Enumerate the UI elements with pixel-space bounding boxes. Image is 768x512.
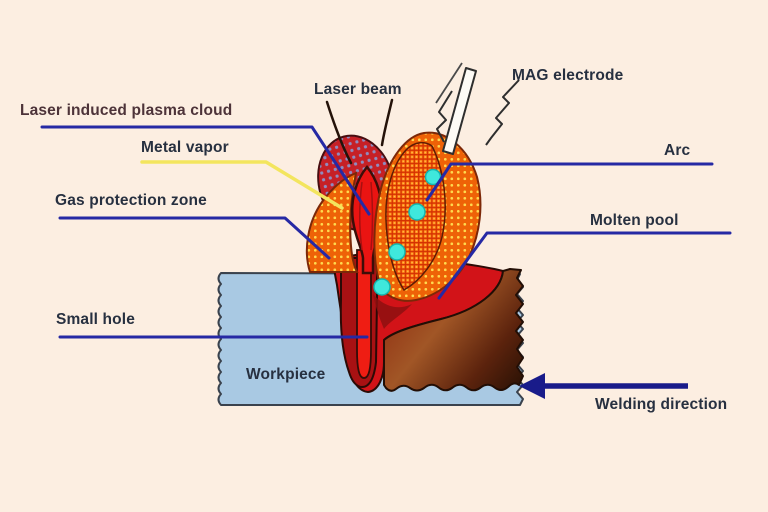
droplet-icon	[373, 278, 391, 296]
laser-beam-icon	[325, 98, 394, 165]
label-small-hole: Small hole	[56, 311, 136, 328]
label-arc: Arc	[664, 142, 691, 159]
droplet-icon	[388, 243, 406, 261]
label-workpiece: Workpiece	[246, 366, 326, 383]
label-welding-direction: Welding direction	[595, 396, 728, 413]
label-laser-beam: Laser beam	[314, 81, 402, 98]
metal-vapor-pointer-line	[140, 160, 344, 210]
pool-shadow-shape	[373, 294, 412, 329]
vapor-channel-lines	[359, 181, 374, 251]
keyhole-inner-shape	[356, 249, 372, 379]
plasma-cloud-pointer-line	[40, 125, 371, 216]
gas-protection-pointer-line	[58, 216, 331, 260]
mag-electrode-icon	[435, 62, 520, 155]
weld-bead-shape	[383, 268, 524, 392]
label-molten-pool: Molten pool	[590, 212, 679, 229]
welding-direction-arrow-icon	[519, 373, 688, 399]
arc-pointer-line	[425, 162, 714, 202]
label-mag-electrode: MAG electrode	[512, 67, 624, 84]
gas-protection-zone-shape	[305, 171, 359, 273]
pointer-lines	[40, 125, 732, 339]
label-metal-vapor: Metal vapor	[141, 139, 229, 156]
label-laser-induced-plasma-cloud: Laser induced plasma cloud	[20, 102, 233, 119]
label-gas-protection-zone: Gas protection zone	[55, 192, 207, 209]
molten-pool-pointer-line	[437, 231, 732, 300]
droplet-icon	[424, 168, 442, 186]
droplet-icons	[373, 168, 442, 296]
droplet-icon	[408, 203, 426, 221]
